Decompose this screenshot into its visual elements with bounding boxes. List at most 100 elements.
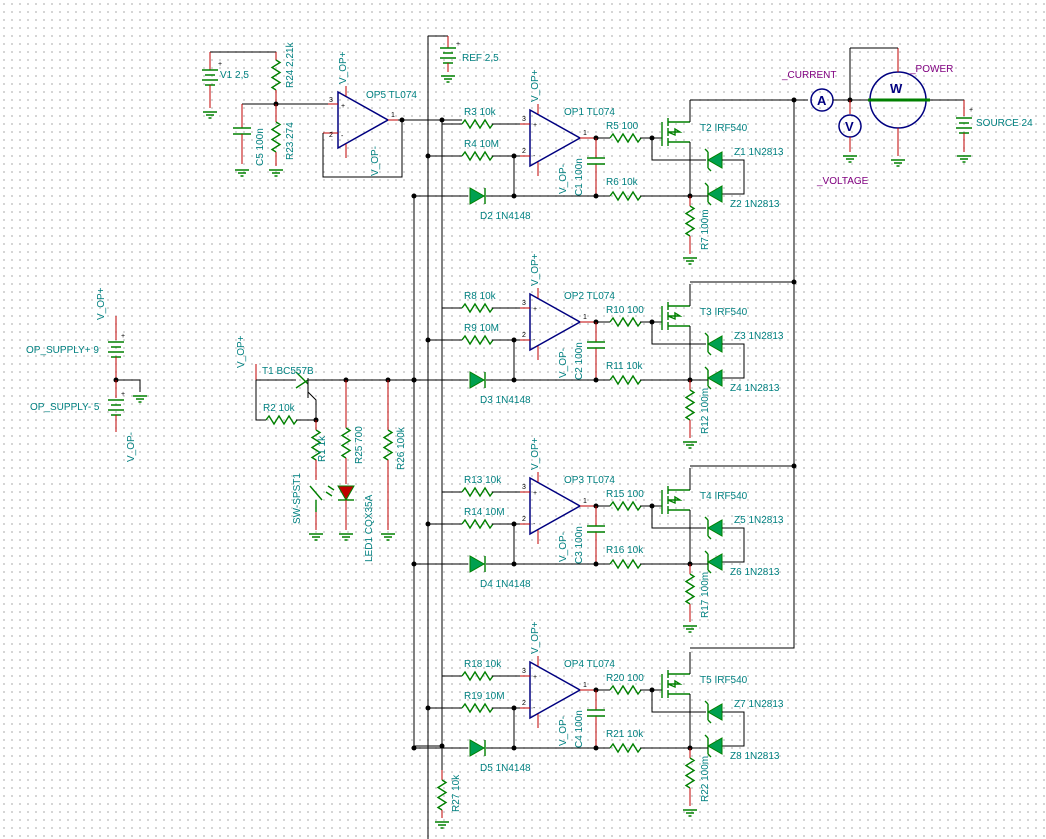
svg-text:+: + (456, 41, 460, 48)
sw-spst1-switch (309, 485, 323, 512)
svg-text:3: 3 (522, 300, 526, 307)
zener-diode-icon (706, 703, 723, 721)
svg-text:2: 2 (522, 332, 526, 339)
zener-b-label: Z6 1N2813 (730, 567, 780, 578)
current-label: _CURRENT (781, 70, 836, 81)
diode-icon (469, 371, 486, 389)
opamp-label: OP1 TL074 (564, 107, 615, 118)
input-resistor-b-label: R4 10M (464, 139, 499, 150)
capacitor-label: C2 100n (574, 342, 585, 380)
svg-text:1: 1 (583, 498, 587, 505)
gate-resistor-label: R10 100 (606, 305, 644, 316)
diode-label: D3 1N4148 (480, 395, 531, 406)
svg-text:-: - (533, 153, 536, 160)
sense-resistor-label: R12 100m (700, 388, 711, 434)
input-resistor-a (461, 302, 494, 314)
source-label: SOURCE 24 (976, 118, 1033, 129)
ground-icon (440, 75, 456, 83)
r24-resistor (271, 59, 281, 91)
mosfet-icon (661, 486, 690, 514)
zener-diode-icon (706, 335, 723, 353)
mosfet-label: T3 IRF540 (700, 307, 748, 318)
t1-transistor (295, 371, 309, 389)
feedback-resistor-label: R6 10k (606, 177, 639, 188)
r2-resistor (265, 414, 298, 426)
input-resistor-b-label: R14 10M (464, 507, 505, 518)
zener-a-label: Z7 1N2813 (734, 699, 784, 710)
feedback-resistor-label: R21 10k (606, 729, 644, 740)
svg-text:3: 3 (522, 116, 526, 123)
diode-icon (469, 187, 486, 205)
svg-text:+: + (121, 333, 125, 340)
v-op-neg-net: V_OP- (370, 146, 381, 176)
input-resistor-a-label: R18 10k (464, 659, 502, 670)
input-resistor-a-label: R8 10k (464, 291, 497, 302)
t1-label: T1 BC557B (262, 366, 314, 377)
zener-diode-icon (706, 185, 723, 203)
zener-b-label: Z4 1N2813 (730, 383, 780, 394)
r26-label: R26 100k (396, 426, 407, 470)
r27-resistor (437, 779, 447, 811)
svg-text:1: 1 (391, 112, 395, 119)
sense-resistor (684, 573, 696, 605)
svg-text:+: + (533, 306, 537, 313)
input-resistor-b-label: R19 10M (464, 691, 505, 702)
opamp-label: OP2 TL074 (564, 291, 615, 302)
gate-resistor-label: R20 100 (606, 673, 644, 684)
opamp (529, 292, 582, 352)
sense-resistor-label: R22 100m (700, 756, 711, 802)
svg-text:1: 1 (583, 130, 587, 137)
input-resistor-a (461, 118, 494, 130)
capacitor (587, 341, 605, 349)
capacitor (587, 709, 605, 717)
gate-resistor (609, 684, 642, 696)
c5-label: C5 100n (255, 128, 266, 166)
v-op-neg-net: V_OP- (126, 432, 137, 462)
opamp-label: OP3 TL074 (564, 475, 615, 486)
r23-resistor (271, 121, 281, 153)
ground-icon (434, 821, 450, 829)
diode-label: D4 1N4148 (480, 579, 531, 590)
ground-icon (682, 625, 698, 633)
ground-icon (682, 257, 698, 265)
sense-resistor (684, 205, 696, 237)
capacitor-label: C1 100n (574, 158, 585, 196)
bus-wires: R27 10k (413, 120, 462, 829)
gate-resistor-label: R15 100 (606, 489, 644, 500)
feedback-resistor (609, 558, 642, 570)
zener-b-label: Z2 1N2813 (730, 199, 780, 210)
mosfet-icon (661, 118, 690, 146)
op-supply-section: V_OP+ + + OP_SUPPLY+ 9 OP_SUPPLY- 5 V_OP… (26, 287, 148, 462)
r27-label: R27 10k (451, 774, 462, 812)
v1-label: V1 2,5 (220, 70, 249, 81)
mosfet-icon (661, 302, 690, 330)
input-resistor-b (461, 518, 494, 530)
v-op-neg-net: V_OP- (558, 164, 569, 194)
zener-a-label: Z1 1N2813 (734, 147, 784, 158)
op5-label: OP5 TL074 (366, 90, 417, 101)
op5-opamp (337, 90, 390, 150)
diode-icon (469, 739, 486, 757)
svg-text:2: 2 (329, 132, 333, 139)
svg-text:-: - (533, 521, 536, 528)
mosfet-label: T2 IRF540 (700, 123, 748, 134)
zener-diode-icon (706, 151, 723, 169)
r2-label: R2 10k (263, 403, 296, 414)
svg-text:W: W (890, 81, 903, 96)
svg-text:3: 3 (522, 484, 526, 491)
gate-resistor (609, 500, 642, 512)
v-op-pos-net: V_OP+ (530, 621, 541, 654)
mosfet-icon (661, 670, 690, 698)
svg-text:1: 1 (583, 314, 587, 321)
svg-text:+: + (533, 122, 537, 129)
led1-label: LED1 CQX35A (364, 494, 375, 562)
zener-diode-icon (706, 369, 723, 387)
svg-text:1: 1 (583, 682, 587, 689)
feedback-resistor (609, 742, 642, 754)
ground-icon (890, 159, 906, 167)
input-resistor-a-label: R13 10k (464, 475, 502, 486)
input-resistor-a (461, 670, 494, 682)
measurement-section: A _CURRENT V _VOLTAGE W _POWER + SOURCE … (690, 47, 1033, 649)
